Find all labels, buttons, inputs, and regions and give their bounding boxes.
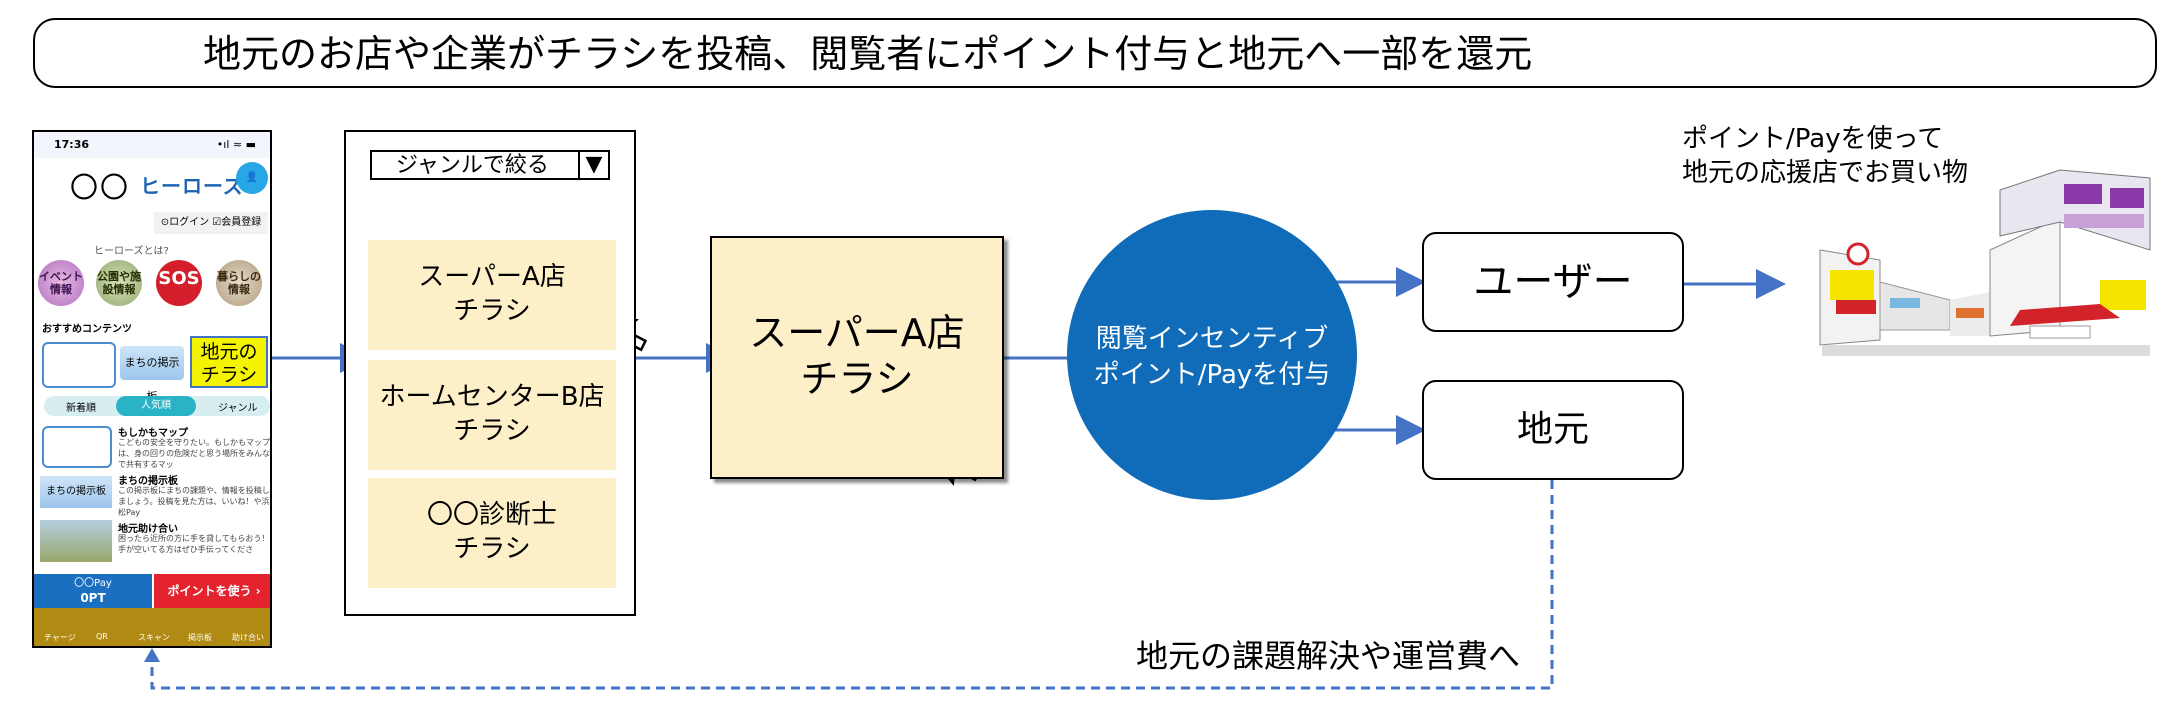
recommended-heading: おすすめコンテンツ: [42, 324, 132, 335]
app-brand: ヒーローズ: [140, 174, 244, 198]
incentive-line2: ポイント/Payを付与: [1093, 360, 1331, 390]
flyer-item-consultant[interactable]: 〇〇診断士 チラシ: [368, 478, 616, 588]
flyer-item-name: 〇〇診断士: [426, 500, 557, 530]
tab-newest[interactable]: 新着順: [66, 403, 96, 414]
bottom-nav: チャージ QR スキャン 掲示板 助け合い: [34, 608, 270, 646]
login-register-link[interactable]: ⊙ログイン ☑会員登録: [154, 212, 268, 234]
title-text: 地元のお店や企業がチラシを投稿、閲覧者にポイント付与と地元へ一部を還元: [203, 32, 1533, 76]
list-item-title[interactable]: もしかもマップ: [118, 428, 188, 439]
incentive-circle: 閲覧インセンティブ ポイント/Payを付与: [1067, 210, 1357, 500]
list-item-text: こどもの安全を守りたい。もしかもマップは、身の回りの危険だと思う場所をみんなで共…: [118, 438, 270, 469]
status-icons: •ıl ≈ ▬: [216, 138, 256, 151]
local-flyer-card[interactable]: 地元のチラシ: [190, 336, 268, 388]
list-item-thumb-help[interactable]: [40, 520, 112, 562]
list-item-thumb-map[interactable]: [42, 426, 112, 468]
user-box: ユーザー: [1422, 232, 1684, 332]
about-link[interactable]: ヒーローズとは?: [94, 246, 169, 257]
sos-button[interactable]: SOS: [156, 260, 202, 306]
list-item-title[interactable]: 地元助け合い: [118, 524, 178, 535]
sort-tabs: 新着順 人気順 ジャンル: [44, 396, 270, 416]
status-bar: 17:36 •ıl ≈ ▬: [34, 132, 270, 158]
flyer-item-type: チラシ: [453, 416, 531, 446]
event-info-button[interactable]: イベント情報: [38, 260, 84, 306]
pay-value: 0PT: [80, 591, 106, 605]
pay-label: 〇〇Pay: [74, 578, 112, 589]
shopping-street-illustration: [1819, 169, 2151, 356]
status-time: 17:36: [54, 138, 90, 151]
tab-popular[interactable]: 人気順: [116, 396, 196, 416]
living-info-button[interactable]: 暮らしの情報: [216, 260, 262, 306]
pay-balance[interactable]: 〇〇Pay 0PT: [34, 574, 152, 608]
list-item-text: 困ったら近所の方に手を貸してもらおう！手が空いてる方はぜひ手伝ってくださ: [118, 534, 270, 554]
board-card[interactable]: まちの掲示板: [120, 346, 184, 403]
flyer-item-homecenter-b[interactable]: ホームセンターB店 チラシ: [368, 360, 616, 470]
phone-app-screen: 17:36 •ıl ≈ ▬ 〇〇 ヒーローズ 👤 ⊙ログイン ☑会員登録 ヒーロ…: [32, 130, 272, 648]
nav-charge[interactable]: チャージ: [44, 633, 76, 642]
flyer-item-type: チラシ: [453, 296, 531, 326]
selected-flyer-name: スーパーA店: [749, 311, 965, 355]
flyer-list-panel: ジャンルで絞る ▼ スーパーA店 チラシ ホームセンターB店 チラシ 〇〇診断士…: [344, 130, 636, 616]
flyer-item-name: スーパーA店: [418, 262, 566, 292]
incentive-line1: 閲覧インセンティブ: [1095, 324, 1329, 354]
avatar-icon[interactable]: 👤: [236, 162, 268, 194]
local-box: 地元: [1422, 380, 1684, 480]
list-item-text: この掲示板にまちの課題や、情報を投稿しましょう。投稿を見た方は、いいね！や浜松P…: [118, 486, 270, 517]
app-logo-text: 〇〇: [70, 171, 131, 204]
flyer-item-name: ホームセンターB店: [379, 382, 605, 412]
dashed-return-arrowhead: [144, 648, 160, 662]
nav-help[interactable]: 助け合い: [232, 633, 264, 642]
list-item-thumb-board[interactable]: まちの掲示板: [40, 476, 112, 508]
list-item-title[interactable]: まちの掲示板: [118, 476, 178, 487]
shop-caption-line2: 地元の応援店でお買い物: [1682, 158, 1969, 188]
nav-scan[interactable]: スキャン: [138, 633, 170, 642]
shop-caption-line1: ポイント/Payを使って: [1682, 124, 1944, 154]
flyer-item-super-a[interactable]: スーパーA店 チラシ: [368, 240, 616, 350]
nav-qr[interactable]: QR: [96, 632, 108, 641]
flyer-item-type: チラシ: [453, 534, 531, 564]
shop-caption: ポイント/Payを使って 地元の応援店でお買い物: [1682, 122, 1968, 190]
fund-caption: 地元の課題解決や運営費へ: [1136, 637, 1521, 675]
title-banner: 地元のお店や企業がチラシを投稿、閲覧者にポイント付与と地元へ一部を還元: [33, 18, 2157, 88]
dashed-return-line: [150, 480, 1554, 690]
tab-genre[interactable]: ジャンル: [218, 403, 258, 414]
dropdown-arrow-icon[interactable]: ▼: [578, 152, 608, 178]
selected-flyer[interactable]: スーパーA店 チラシ: [710, 236, 1004, 479]
park-facility-button[interactable]: 公園や施設情報: [96, 260, 142, 306]
recommended-card-empty[interactable]: [42, 342, 116, 388]
genre-filter-dropdown[interactable]: ジャンルで絞る ▼: [370, 150, 610, 180]
use-points-button[interactable]: ポイントを使う ›: [154, 574, 270, 608]
genre-filter-label: ジャンルで絞る: [396, 153, 549, 178]
selected-flyer-type: チラシ: [800, 357, 914, 401]
nav-board[interactable]: 掲示板: [188, 633, 212, 642]
